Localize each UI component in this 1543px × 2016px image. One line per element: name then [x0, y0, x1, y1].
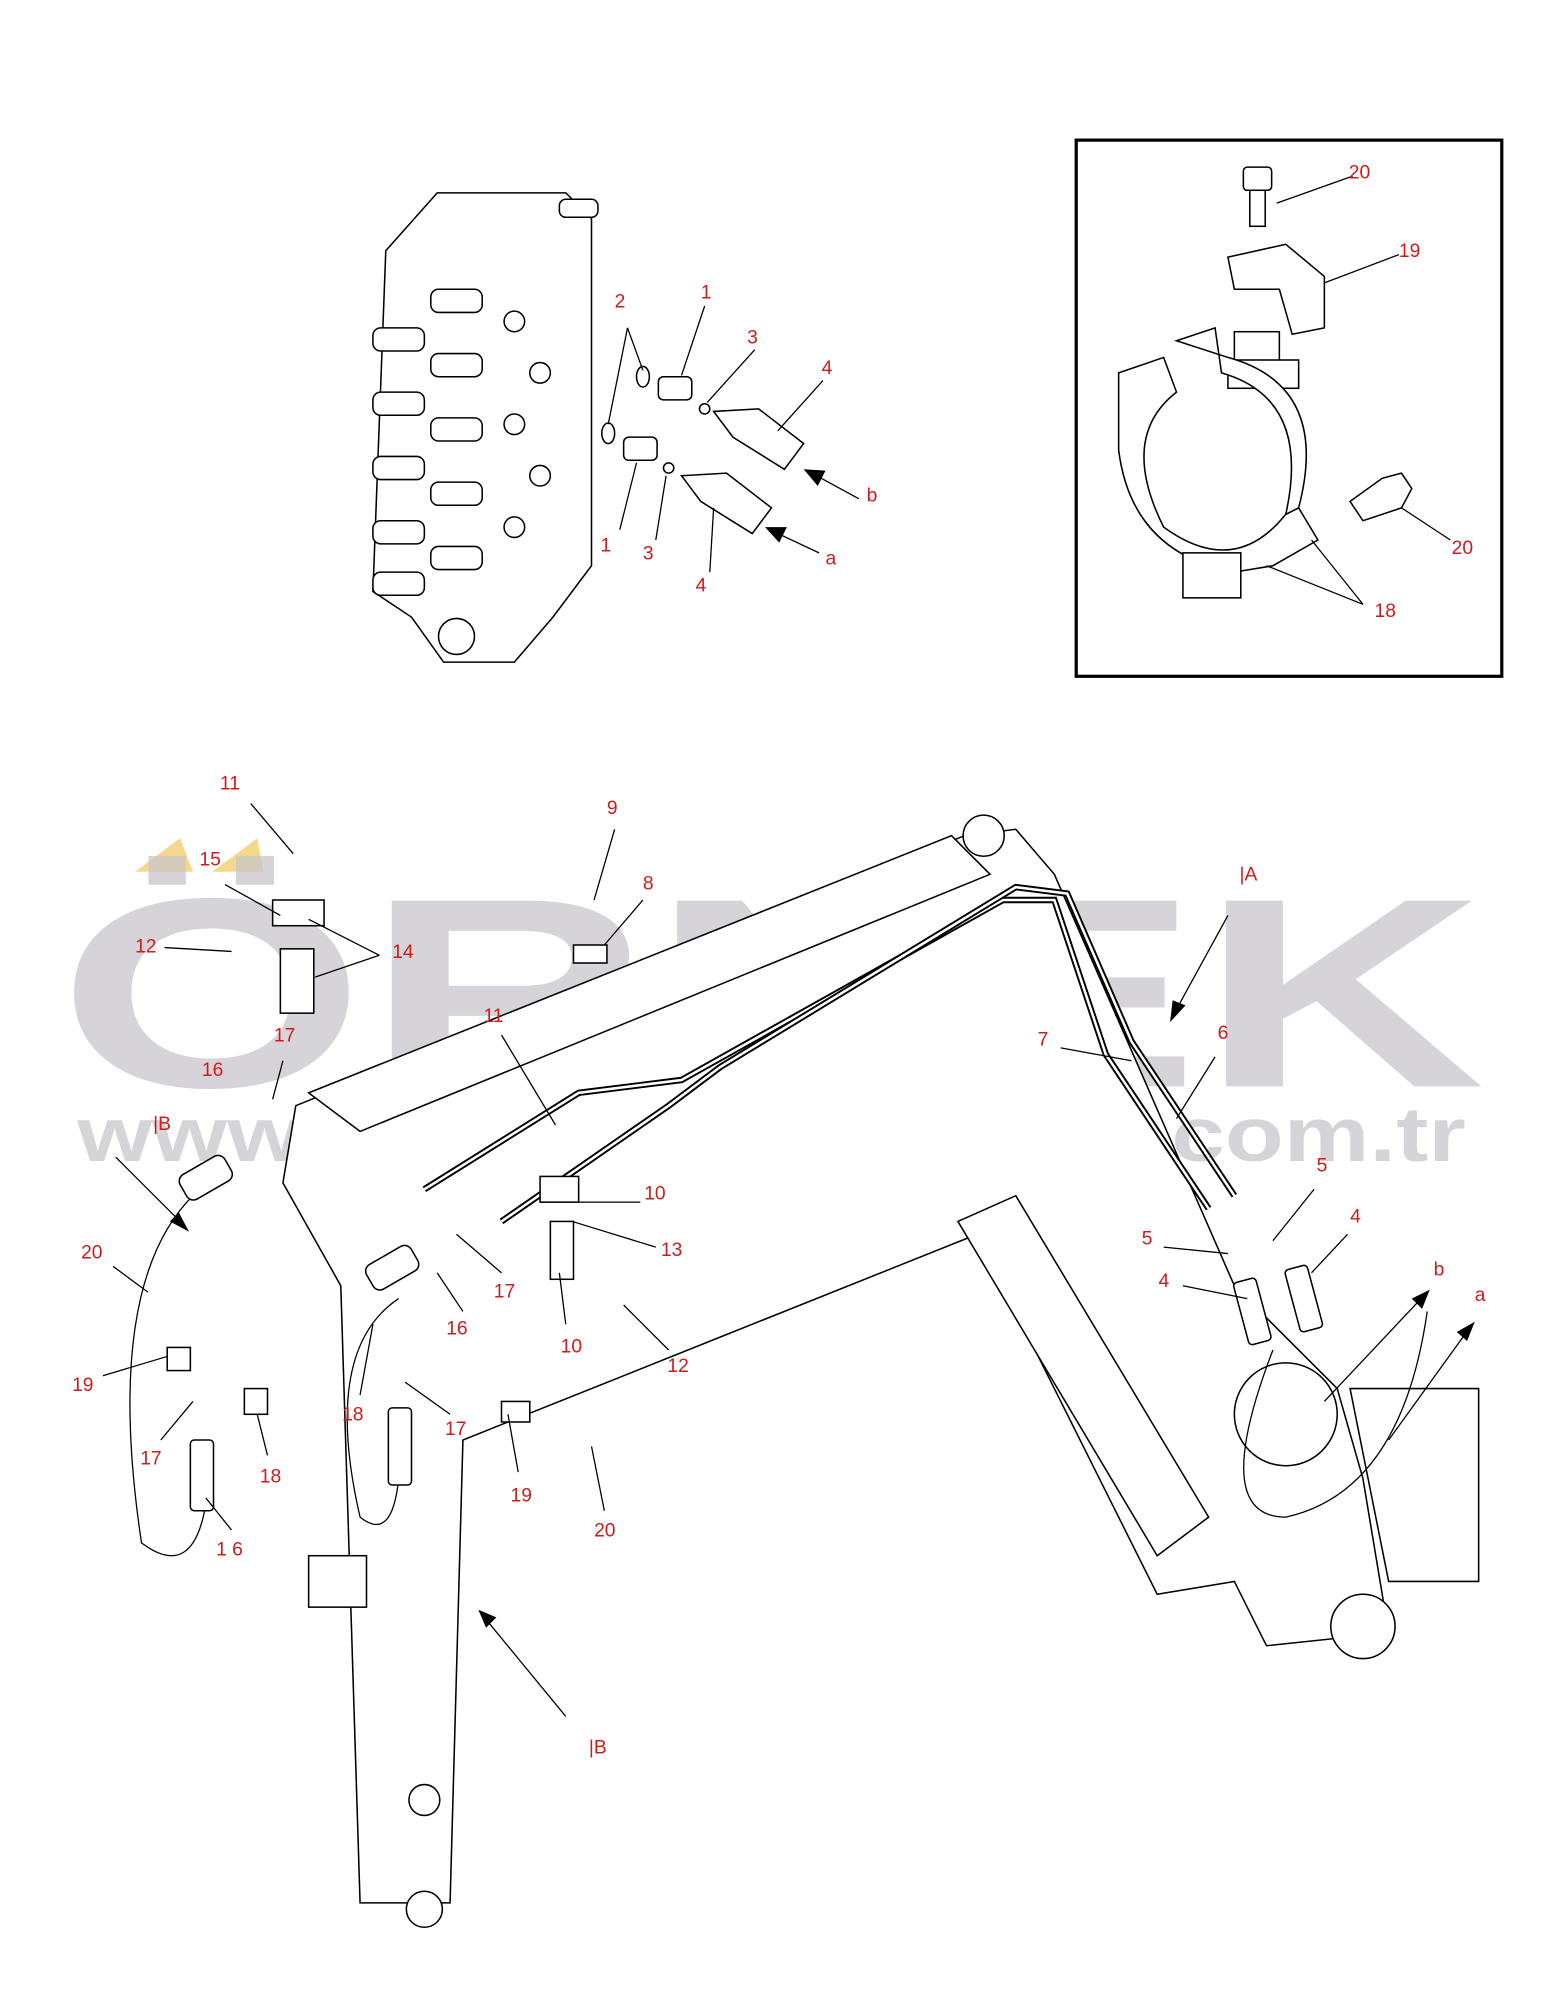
- callout: |A: [1240, 865, 1258, 886]
- callouts-top: 2 1 3 4 b 1 3 4 a: [601, 282, 878, 596]
- callout: 10: [644, 1184, 665, 1205]
- callout: 1 6: [216, 1540, 243, 1561]
- callout: 20: [1452, 538, 1473, 559]
- callout: 5: [1317, 1155, 1328, 1176]
- callout: 20: [81, 1243, 102, 1264]
- callouts-main: 11 15 12 14 17 16 9 8 |A 7 6 11 |B 10 13…: [72, 773, 1486, 1758]
- callout: 15: [199, 849, 220, 870]
- callout: |B: [153, 1114, 171, 1135]
- leader-lines: [102, 803, 1475, 1717]
- hydraulic-pipes: [129, 883, 1428, 1557]
- callout: 18: [260, 1466, 281, 1487]
- callout: 7: [1038, 1029, 1049, 1050]
- callout: 19: [72, 1375, 93, 1396]
- callout: b: [1434, 1259, 1445, 1280]
- callout: 12: [135, 937, 156, 958]
- callout: 18: [342, 1405, 363, 1426]
- callout: 2: [615, 291, 626, 312]
- callout: 19: [1399, 241, 1420, 262]
- callout: a: [1475, 1285, 1486, 1306]
- callout: a: [826, 548, 837, 569]
- control-valve-block: [372, 192, 599, 663]
- callout: 17: [140, 1448, 161, 1469]
- callout: 17: [494, 1281, 515, 1302]
- callout: 17: [445, 1419, 466, 1440]
- callout: 4: [822, 358, 833, 379]
- callout: 4: [1350, 1207, 1361, 1228]
- callout: b: [867, 485, 878, 506]
- callout: 10: [561, 1337, 582, 1358]
- callout: 5: [1142, 1229, 1153, 1250]
- boom-arm-assembly: [282, 814, 1480, 1929]
- callout: 6: [1218, 1023, 1229, 1044]
- callout: 1: [701, 282, 712, 303]
- fittings-top: [601, 305, 860, 573]
- callout: 3: [747, 327, 758, 348]
- callout: 4: [696, 575, 707, 596]
- callout: 19: [511, 1486, 532, 1507]
- callouts-inset: 20 19 20 18: [1349, 163, 1473, 622]
- callout: 3: [643, 543, 654, 564]
- callout: 9: [607, 798, 618, 819]
- callout: 11: [220, 773, 240, 794]
- callout: 16: [446, 1319, 467, 1340]
- callout: 11: [484, 1006, 504, 1027]
- callout: 18: [1375, 601, 1396, 622]
- callout: 8: [643, 874, 654, 895]
- callout: 12: [667, 1356, 688, 1377]
- callout: 4: [1159, 1271, 1170, 1292]
- inset-detail-clamp: [1074, 138, 1504, 678]
- callout: 20: [1349, 163, 1370, 184]
- callout: 20: [594, 1520, 615, 1541]
- callout: 16: [202, 1060, 223, 1081]
- callout: 17: [274, 1025, 295, 1046]
- callout: |B: [589, 1738, 607, 1759]
- callout: 13: [661, 1240, 682, 1261]
- callout: 1: [601, 536, 612, 557]
- callout: 14: [392, 942, 414, 963]
